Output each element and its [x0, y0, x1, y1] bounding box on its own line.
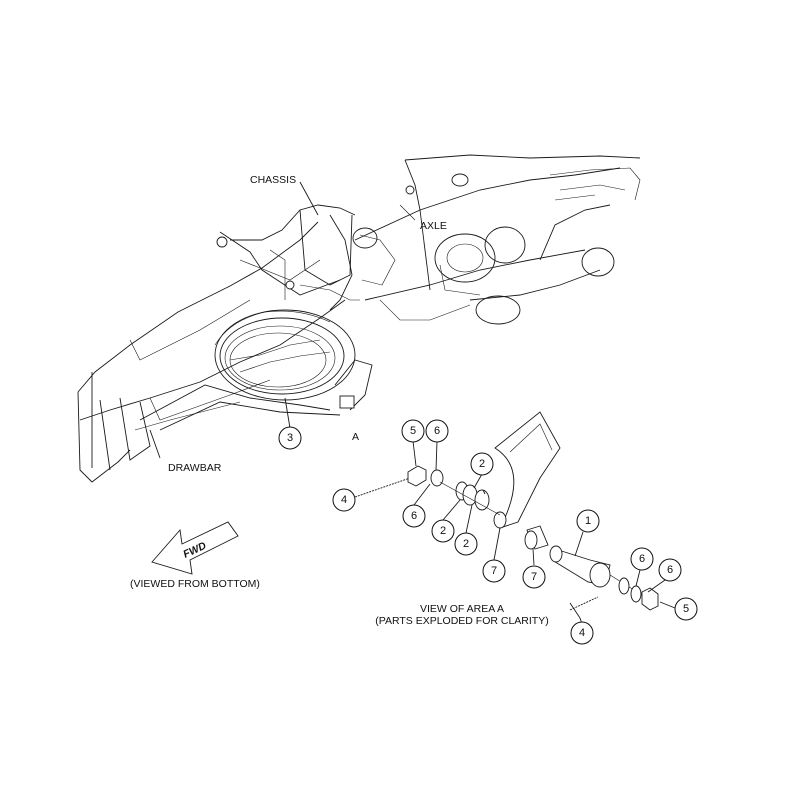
- callout-2: 2: [454, 532, 478, 556]
- callout-3: 3: [278, 426, 302, 450]
- drawbar-label: DRAWBAR: [168, 462, 222, 474]
- callout-number: 5: [410, 425, 416, 437]
- callout-2: 2: [470, 452, 494, 476]
- parts-exploded-label: (PARTS EXPLODED FOR CLARITY): [375, 615, 548, 627]
- fwd-arrow-icon: FWD: [151, 521, 239, 575]
- callout-4-highlighted: 4: [332, 488, 356, 512]
- callout-number: 6: [434, 425, 440, 437]
- callout-number: 5: [683, 603, 689, 615]
- exploded-view: [354, 411, 676, 625]
- view-of-area-label: VIEW OF AREA A: [420, 603, 504, 615]
- callout-number: 7: [531, 571, 537, 583]
- callouts: 3 5 6 4 6 2 2 2 7 7 1 6 6 5 4: [278, 419, 698, 645]
- callout-6: 6: [658, 558, 682, 582]
- callout-number: 6: [411, 510, 417, 522]
- viewed-from-bottom-label: (VIEWED FROM BOTTOM): [130, 578, 260, 590]
- callout-number: 3: [287, 432, 293, 444]
- callout-number: 2: [479, 458, 485, 470]
- chassis-label: CHASSIS: [250, 174, 296, 186]
- drawbar-chassis-illustration: [77, 154, 641, 483]
- callout-4-highlighted: 4: [570, 621, 594, 645]
- callout-6: 6: [425, 419, 449, 443]
- callout-7: 7: [482, 559, 506, 583]
- callout-6: 6: [402, 504, 426, 528]
- axle-label: AXLE: [420, 220, 447, 232]
- callout-number: 6: [667, 564, 673, 576]
- callout-1: 1: [576, 509, 600, 533]
- callout-6: 6: [630, 547, 654, 571]
- callout-number: 6: [639, 553, 645, 565]
- callout-5: 5: [674, 597, 698, 621]
- callout-2: 2: [431, 519, 455, 543]
- callout-7: 7: [522, 565, 546, 589]
- callout-number: 4: [341, 494, 347, 506]
- area-a-label: A: [352, 431, 359, 443]
- callout-number: 2: [463, 538, 469, 550]
- callout-number: 7: [491, 565, 497, 577]
- callout-number: 2: [440, 525, 446, 537]
- callout-number: 1: [585, 515, 591, 527]
- callout-5: 5: [401, 419, 425, 443]
- callout-number: 4: [579, 627, 585, 639]
